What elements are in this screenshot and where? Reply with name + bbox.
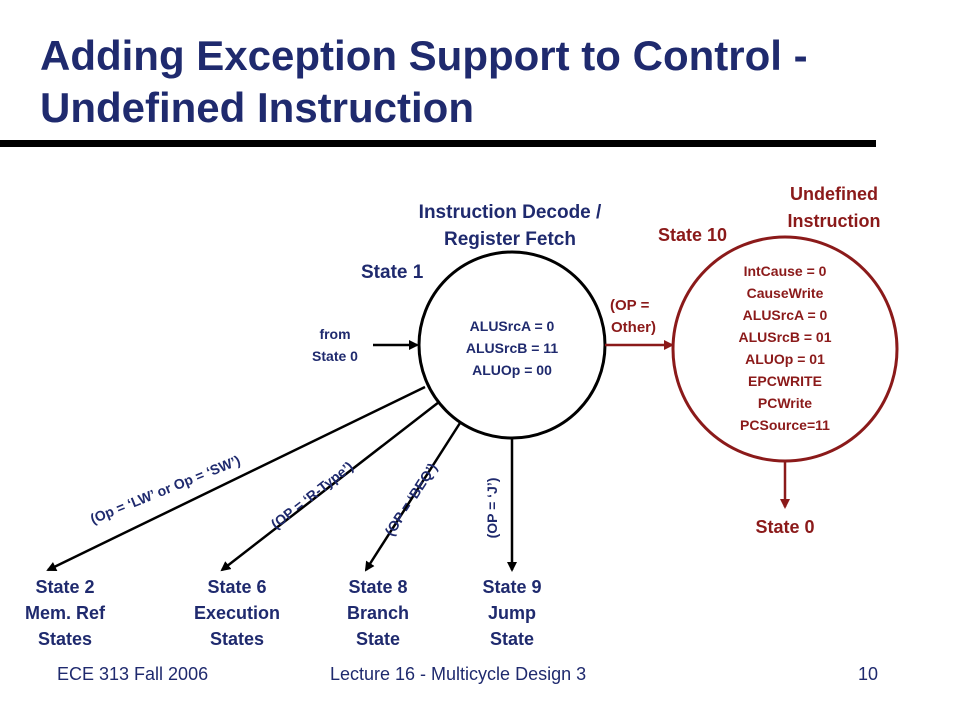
state10-output-6: EPCWRITE — [748, 373, 822, 389]
state10-heading-line-2: Instruction — [788, 211, 881, 231]
state6-label-1: State 6 — [207, 577, 266, 597]
state10-output-4: ALUSrcB = 01 — [739, 329, 832, 345]
state1-output-1: ALUSrcA = 0 — [470, 318, 555, 334]
state1-heading-line-2: Register Fetch — [444, 229, 576, 250]
state2-label-1: State 2 — [35, 577, 94, 597]
title-divider — [0, 140, 876, 147]
slide-title: Adding Exception Support to Control - Un… — [40, 30, 920, 134]
state6-label-3: States — [210, 629, 264, 649]
mem-ref-condition: (Op = ‘LW’ or Op = ‘SW’) — [88, 452, 243, 527]
state1-heading-line-1: Instruction Decode / — [419, 202, 602, 223]
state1-output-2: ALUSrcB = 11 — [466, 340, 558, 356]
jump-condition: (OP = ‘J’) — [484, 478, 500, 539]
state10-output-8: PCSource=11 — [740, 417, 830, 433]
state9-label-2: Jump — [488, 603, 536, 623]
state8-label-2: Branch — [347, 603, 409, 623]
state6-label-2: Execution — [194, 603, 280, 623]
title-line-1: Adding Exception Support to Control - — [40, 32, 808, 79]
state2-label-3: States — [38, 629, 92, 649]
mem-ref-arrow — [46, 385, 426, 572]
state1-label: State 1 — [361, 262, 424, 283]
beq-condition: (OP = ‘BEQ’) — [381, 460, 440, 539]
state10-label: State 10 — [658, 225, 727, 245]
state8-label-1: State 8 — [348, 577, 407, 597]
title-line-2: Undefined Instruction — [40, 84, 474, 131]
other-label-2: Other) — [611, 319, 656, 336]
state1-output-3: ALUOp = 00 — [472, 362, 552, 378]
footer-course: ECE 313 Fall 2006 — [57, 664, 209, 684]
footer-page-number: 10 — [858, 664, 879, 684]
state9-label-3: State — [490, 629, 534, 649]
incoming-label-2: State 0 — [312, 348, 358, 364]
footer-lecture: Lecture 16 - Multicycle Design 3 — [330, 664, 587, 684]
state10-output-2: CauseWrite — [747, 285, 824, 301]
state10-output-7: PCWrite — [758, 395, 812, 411]
rtype-condition: (OP = ‘R-Type’) — [268, 458, 356, 532]
state10-heading-line-1: Undefined — [790, 184, 878, 204]
state10-output-1: IntCause = 0 — [744, 263, 827, 279]
state10-output-5: ALUOp = 01 — [745, 351, 825, 367]
other-label-1: (OP = — [610, 297, 650, 314]
beq-arrow — [364, 422, 462, 572]
incoming-label-1: from — [319, 326, 350, 342]
rtype-arrow — [220, 401, 440, 572]
state2-label-2: Mem. Ref — [25, 603, 106, 623]
state10-output-3: ALUSrcA = 0 — [743, 307, 828, 323]
state8-label-3: State — [356, 629, 400, 649]
state9-label-1: State 9 — [482, 577, 541, 597]
state10-next-label: State 0 — [755, 517, 814, 537]
